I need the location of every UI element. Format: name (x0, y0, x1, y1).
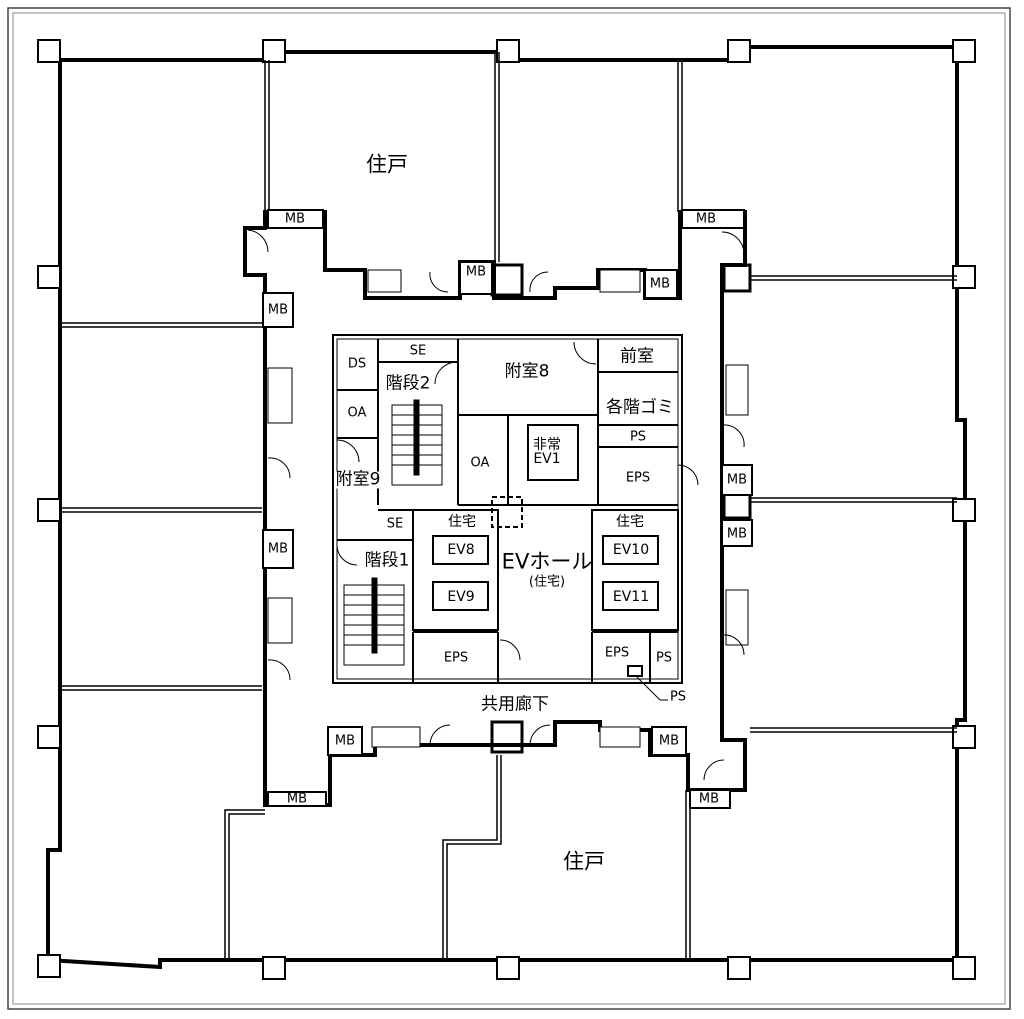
stairs (343, 399, 443, 666)
ev11-label: EV11 (612, 589, 650, 605)
residence-label-1: 住宅 (448, 514, 476, 530)
oa-label-2: OA (470, 455, 490, 471)
mb-label-10: MB (658, 733, 680, 749)
unit-label-north: 住戸 (366, 152, 408, 177)
unit-label-south: 住戸 (563, 849, 605, 874)
stair2-label: 階段2 (385, 373, 431, 394)
core-walls (332, 334, 683, 684)
inner-frame (12, 12, 1006, 1005)
mb-label-4: MB (649, 276, 671, 292)
residence-label-2: 住宅 (616, 514, 644, 530)
annex9-label: 附室9 (335, 469, 381, 490)
mb-label-9: MB (334, 733, 356, 749)
se-label-2: SE (386, 516, 404, 532)
corridor-outline (243, 210, 747, 807)
mb-label-1: MB (284, 211, 306, 227)
unit-partitions (60, 52, 957, 960)
mb-label-11: MB (286, 791, 308, 807)
outer-frame (7, 7, 1011, 1010)
ev-hall-sub-label: (住宅) (528, 574, 566, 590)
front-room-label: 前室 (620, 346, 654, 367)
mb-label-2: MB (695, 211, 717, 227)
mb-label-5: MB (267, 302, 289, 318)
oa-label-1: OA (347, 405, 367, 421)
ev10-label: EV10 (612, 542, 650, 558)
mb-label-8: MB (726, 526, 748, 542)
ev9-label: EV9 (447, 589, 475, 605)
annex8-label: 附室8 (504, 361, 550, 382)
ps-label-2: PS (655, 650, 673, 666)
ev-hall-label: EVホール (501, 549, 593, 574)
garbage-room-label: 各階ゴミ (606, 397, 674, 418)
doors (247, 229, 745, 781)
exterior-wall (46, 45, 969, 970)
mb-label-3: MB (465, 264, 487, 280)
mb-label-6: MB (267, 541, 289, 557)
ev8-label: EV8 (447, 542, 475, 558)
ps-label-1: PS (629, 429, 647, 445)
meter-boxes (262, 209, 753, 809)
mb-label-12: MB (698, 791, 720, 807)
ps-label-3: PS (669, 689, 687, 705)
eps-label-3: EPS (604, 645, 630, 661)
eps-label-1: EPS (625, 470, 651, 486)
ds-label: DS (347, 356, 367, 372)
stair1-label: 階段1 (364, 550, 410, 571)
eps-label-2: EPS (443, 650, 469, 666)
se-label-1: SE (409, 343, 427, 359)
columns (37, 39, 976, 980)
mb-label-7: MB (726, 472, 748, 488)
emergency-ev1-label: 非常 EV1 (533, 437, 561, 467)
corridor-label: 共用廊下 (481, 694, 549, 715)
